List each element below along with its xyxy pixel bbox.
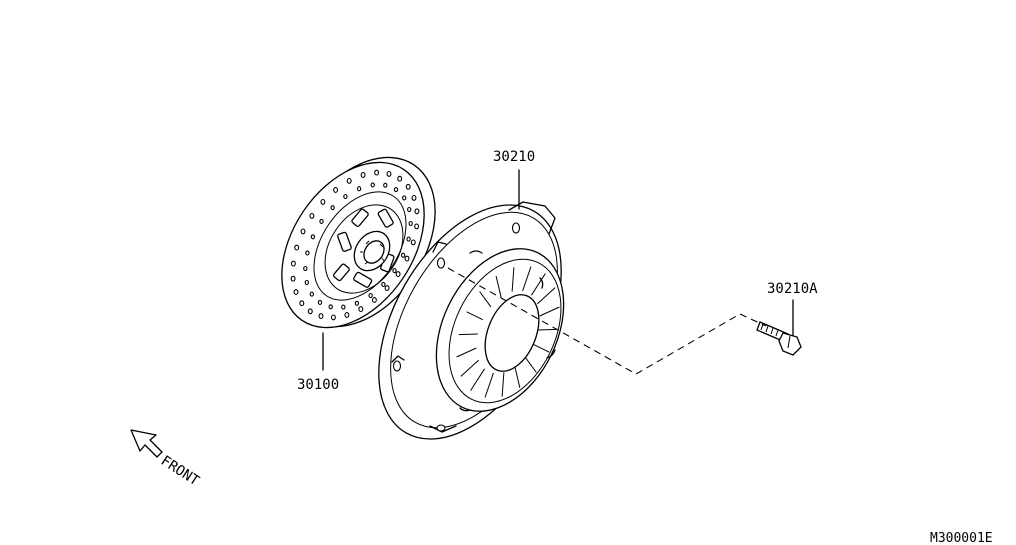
diaphragm-finger (530, 273, 546, 296)
rivet-hole (290, 260, 296, 267)
rivet-hole (404, 255, 410, 262)
rivet-hole (395, 271, 401, 278)
rivet-hole (304, 279, 309, 286)
front-direction-arrow: FRONT (130, 429, 203, 490)
rivet-hole (317, 299, 323, 305)
disc-rivet-holes (290, 169, 420, 321)
rivet-hole (414, 208, 420, 215)
label-clutch-cover: 30210 (493, 149, 535, 165)
diagram-code: M300001E (930, 531, 993, 545)
rivet-hole (407, 206, 412, 213)
diaphragm-finger (522, 266, 532, 292)
rivet-hole (300, 228, 306, 235)
rivet-hole (386, 170, 392, 177)
clutch-cover[interactable] (341, 174, 599, 471)
diaphragm-finger (479, 291, 492, 308)
diaphragm-finger (501, 372, 505, 397)
rivet-hole (360, 172, 366, 178)
rivet-hole (370, 182, 375, 188)
rivet-hole (356, 186, 362, 192)
rivet-hole (383, 182, 388, 188)
rivet-hole (320, 198, 326, 205)
rivet-hole (384, 285, 390, 292)
rivet-hole (319, 218, 324, 224)
rivet-hole (358, 306, 364, 313)
rivet-hole (414, 223, 420, 230)
rivet-hole (299, 300, 305, 307)
rivet-hole (368, 292, 373, 299)
rivet-hole (410, 239, 416, 246)
diaphragm-finger (538, 328, 558, 331)
rivet-hole (318, 313, 324, 320)
rivet-hole (343, 193, 348, 200)
damper-springs (332, 208, 395, 288)
rivet-hole (381, 281, 386, 287)
label-clutch-disc: 30100 (297, 377, 339, 393)
rivet-hole (405, 183, 411, 190)
diaphragm-finger (514, 366, 521, 389)
diaphragm-finger (466, 311, 484, 321)
rivet-hole (397, 175, 403, 182)
rivet-hole (305, 250, 310, 256)
cover-mounting-holes (392, 222, 521, 432)
diaphragm-finger (524, 356, 537, 373)
diaphragm-finger (460, 359, 480, 377)
rivet-hole (309, 212, 315, 219)
rivet-hole (330, 314, 336, 321)
rivet-hole (402, 195, 407, 201)
diaphragm-spring-fingers (456, 266, 560, 398)
cover-bolt[interactable] (756, 321, 802, 356)
leader-lines (322, 169, 794, 371)
diaphragm-finger (539, 306, 560, 317)
bolt-reference-dashed-line (447, 267, 767, 375)
diaphragm-finger (495, 275, 502, 298)
rivet-hole (333, 187, 339, 193)
clutch-disc[interactable] (252, 130, 465, 354)
rivet-hole (392, 268, 397, 274)
rivet-hole (330, 205, 335, 211)
rivet-hole (354, 300, 360, 306)
diaphragm-finger (484, 372, 494, 398)
rivet-hole (341, 304, 346, 310)
rivet-hole (393, 187, 399, 193)
rivet-hole (406, 236, 411, 242)
rivet-hole (294, 244, 300, 251)
rivet-hole (400, 252, 406, 258)
rivet-hole (293, 289, 299, 296)
diaphragm-finger (511, 267, 515, 292)
rivet-hole (307, 308, 313, 315)
diaphragm-finger (470, 368, 486, 391)
rivet-hole (374, 169, 380, 176)
diaphragm-finger (536, 287, 556, 305)
rivet-hole (328, 304, 333, 310)
rivet-hole (309, 291, 314, 297)
front-label: FRONT (158, 453, 203, 490)
rivet-hole (310, 234, 316, 240)
rivet-hole (371, 297, 377, 303)
rivet-hole (290, 275, 296, 282)
diaphragm-finger (458, 333, 478, 336)
rivet-hole (303, 265, 308, 272)
diaphragm-finger (456, 347, 477, 358)
rivet-hole (411, 194, 417, 201)
label-cover-bolt: 30210A (767, 281, 818, 297)
diaphragm-finger (532, 343, 550, 353)
rivet-hole (346, 177, 352, 184)
rivet-hole (408, 220, 413, 227)
rivet-hole (344, 312, 350, 318)
